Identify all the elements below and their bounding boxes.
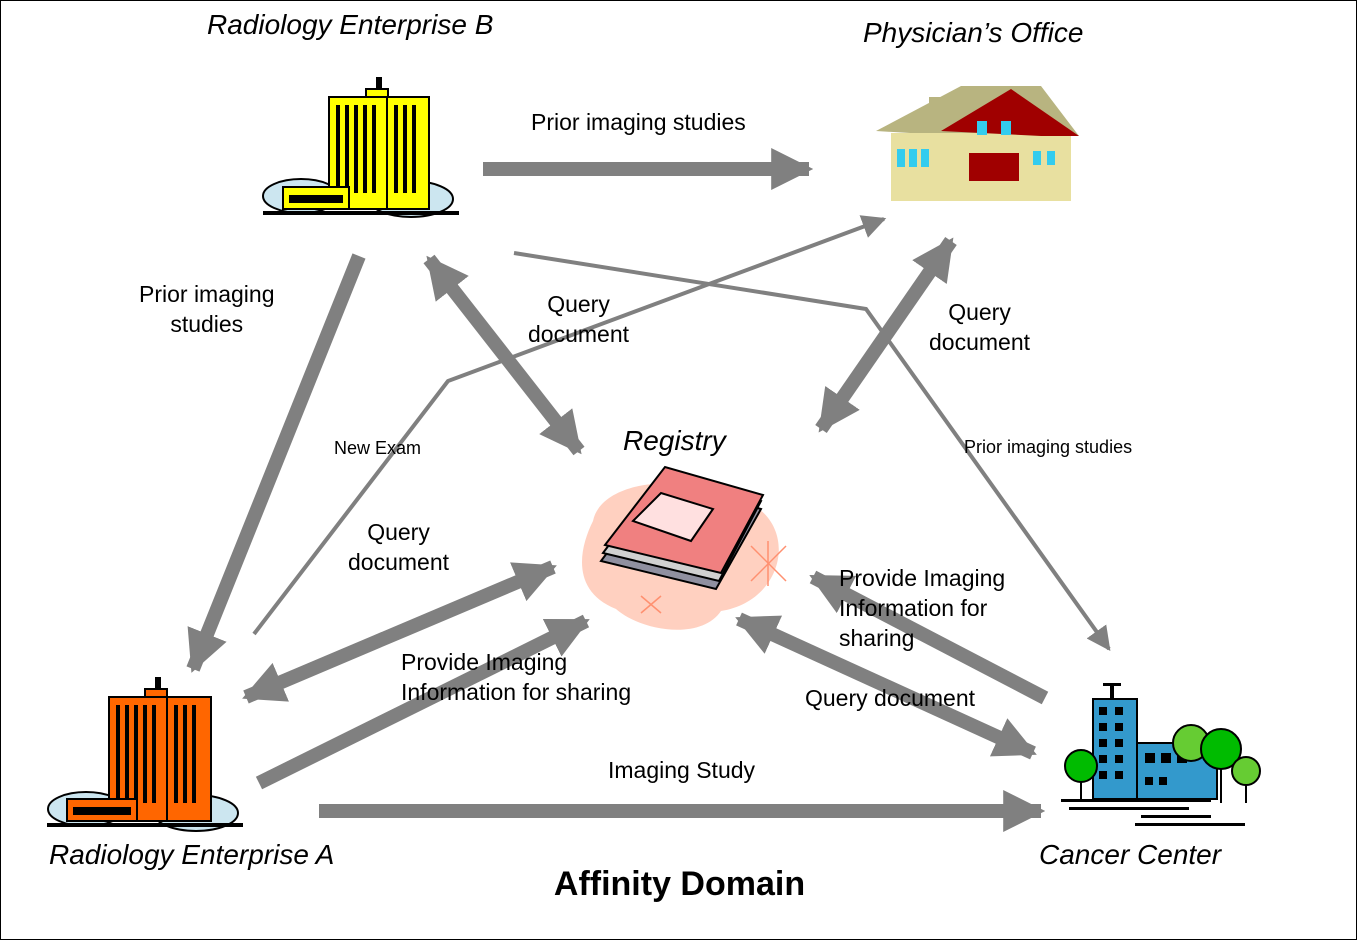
edge-label-line: Provide Imaging <box>839 565 1006 591</box>
node-label-enterprise-a: Radiology Enterprise A <box>49 839 335 870</box>
edge-label-line: Information for sharing <box>401 679 632 705</box>
arrows <box>186 148 1111 832</box>
arrow-b-registry-query <box>423 254 585 456</box>
edge-label-line: sharing <box>839 625 915 651</box>
edge-label-line: Provide Imaging <box>401 649 568 675</box>
edge-label-b-registry-query: Query document <box>528 289 629 349</box>
arrow-a-registry-query <box>242 560 557 704</box>
edge-label-line: document <box>348 549 450 575</box>
arrow-cancer-registry-query <box>735 612 1037 760</box>
edge-label-line: document <box>929 329 1031 355</box>
diagram-title: Affinity Domain <box>553 865 806 903</box>
edge-label-b-to-a: Prior imaging studies <box>139 279 275 339</box>
edge-label-line: document <box>528 321 630 347</box>
edge-label-a-to-physician: New Exam <box>334 438 422 458</box>
arrow-b-to-a <box>186 253 366 673</box>
node-label-enterprise-b: Radiology Enterprise B <box>207 9 494 40</box>
edge-label-line: studies <box>170 311 244 337</box>
edge-label-b-to-physician: Prior imaging studies <box>531 109 746 135</box>
edge-label-a-to-cancer: Imaging Study <box>608 757 756 783</box>
enterprise-b-building-icon <box>262 77 459 218</box>
node-label-physician-office: Physician’s Office <box>863 17 1084 48</box>
cancer-center-building-icon <box>1061 683 1261 826</box>
edge-label-line: Prior imaging <box>139 281 275 307</box>
edge-label-line: Information for <box>839 595 988 621</box>
edge-label-a-registry-query: Query document <box>348 517 449 577</box>
registry-book-icon <box>582 465 787 630</box>
edge-label-a-provide: Provide Imaging Information for sharing <box>401 647 631 707</box>
enterprise-a-building-icon <box>47 677 243 832</box>
physician-office-house-icon <box>876 86 1079 201</box>
edge-label-line: Query <box>547 291 610 317</box>
edge-label-cancer-provide: Provide Imaging Information for sharing <box>839 563 1005 653</box>
edge-label-line: Query <box>948 299 1011 325</box>
edge-label-physician-registry-query: Query document <box>929 297 1030 357</box>
node-label-cancer-center: Cancer Center <box>1039 839 1222 870</box>
arrow-b-to-cancer <box>513 251 1111 651</box>
edge-label-cancer-registry-query: Query document <box>805 685 976 711</box>
edge-label-line: Query <box>367 519 430 545</box>
arrow-a-provide <box>255 614 590 790</box>
node-label-registry: Registry <box>623 425 726 456</box>
edge-label-b-to-cancer: Prior imaging studies <box>964 437 1133 457</box>
